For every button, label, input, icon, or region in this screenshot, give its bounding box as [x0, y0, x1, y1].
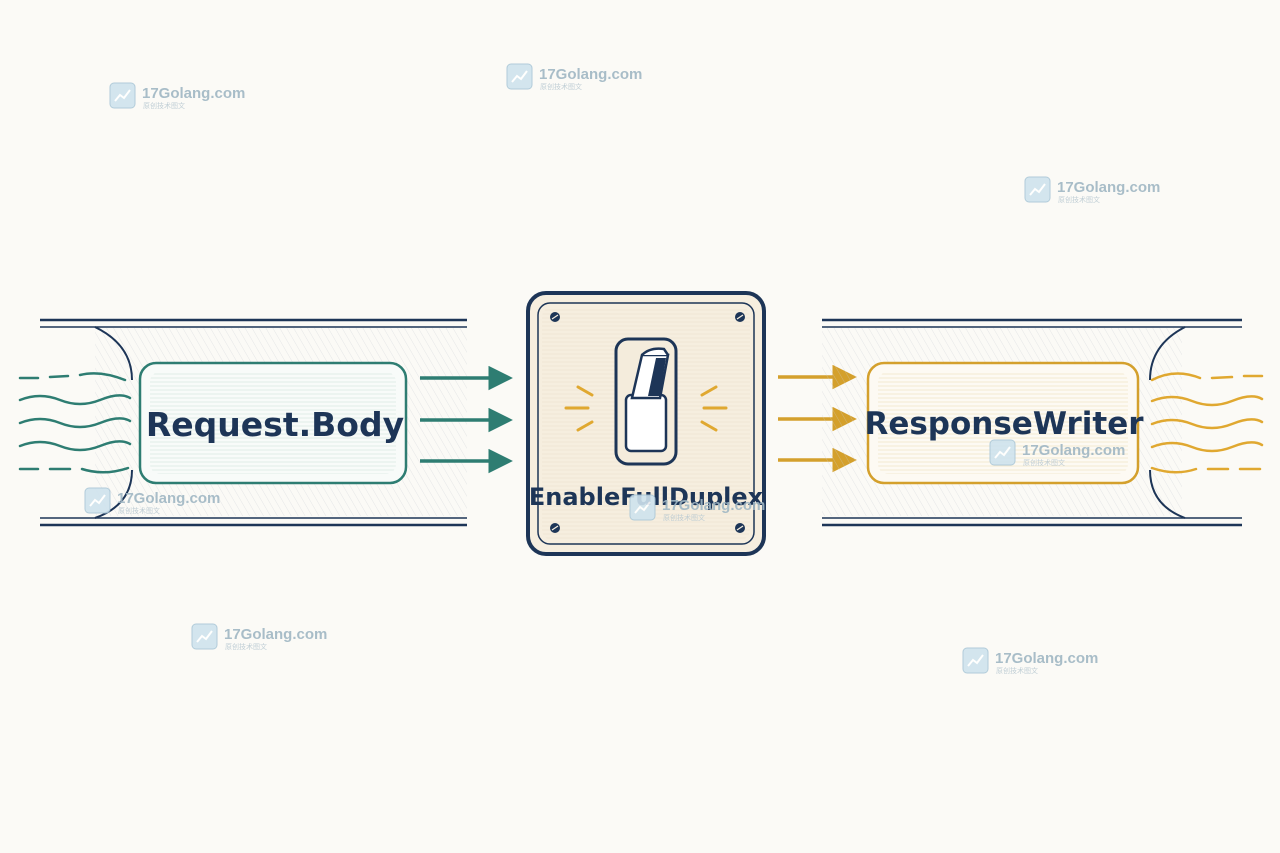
- watermark-subtext: 原创技术图文: [663, 513, 705, 522]
- watermark-text: 17Golang.com: [995, 650, 1098, 667]
- watermark-subtext: 原创技术图文: [118, 506, 160, 515]
- response-data-waves: [1150, 372, 1264, 474]
- watermark-text: 17Golang.com: [142, 85, 245, 102]
- chart-logo-icon: [109, 82, 136, 109]
- chart-logo-icon: [506, 63, 533, 90]
- request-data-waves: [18, 372, 132, 474]
- watermark-text: 17Golang.com: [117, 490, 220, 507]
- watermark-text: 17Golang.com: [1022, 442, 1125, 459]
- watermark-subtext: 原创技术图文: [1023, 458, 1065, 467]
- watermark-text: 17Golang.com: [224, 626, 327, 643]
- chart-logo-icon: [989, 439, 1016, 466]
- watermark-text: 17Golang.com: [539, 66, 642, 83]
- request-body-box: Request.Body: [138, 361, 408, 485]
- toggle-switch-icon: [614, 337, 678, 466]
- watermark-subtext: 原创技术图文: [1058, 195, 1100, 204]
- watermark-subtext: 原创技术图文: [540, 82, 582, 91]
- chart-logo-icon: [629, 494, 656, 521]
- chart-logo-icon: [1024, 176, 1051, 203]
- watermark-text: 17Golang.com: [662, 497, 765, 514]
- chart-logo-icon: [962, 647, 989, 674]
- request-arrows: [420, 365, 513, 474]
- switch-glow-icon: [564, 385, 728, 432]
- watermark-layer: 17Golang.com原创技术图文17Golang.com原创技术图文17Go…: [84, 63, 1160, 675]
- chart-logo-icon: [84, 487, 111, 514]
- response-writer-box: ResponseWriter: [864, 361, 1144, 485]
- chart-logo-icon: [191, 623, 218, 650]
- watermark-text: 17Golang.com: [1057, 179, 1160, 196]
- watermark-subtext: 原创技术图文: [143, 101, 185, 110]
- watermark-subtext: 原创技术图文: [225, 642, 267, 651]
- watermark-subtext: 原创技术图文: [996, 666, 1038, 675]
- request-body-label: Request.Body: [146, 405, 404, 444]
- response-writer-label: ResponseWriter: [864, 406, 1144, 442]
